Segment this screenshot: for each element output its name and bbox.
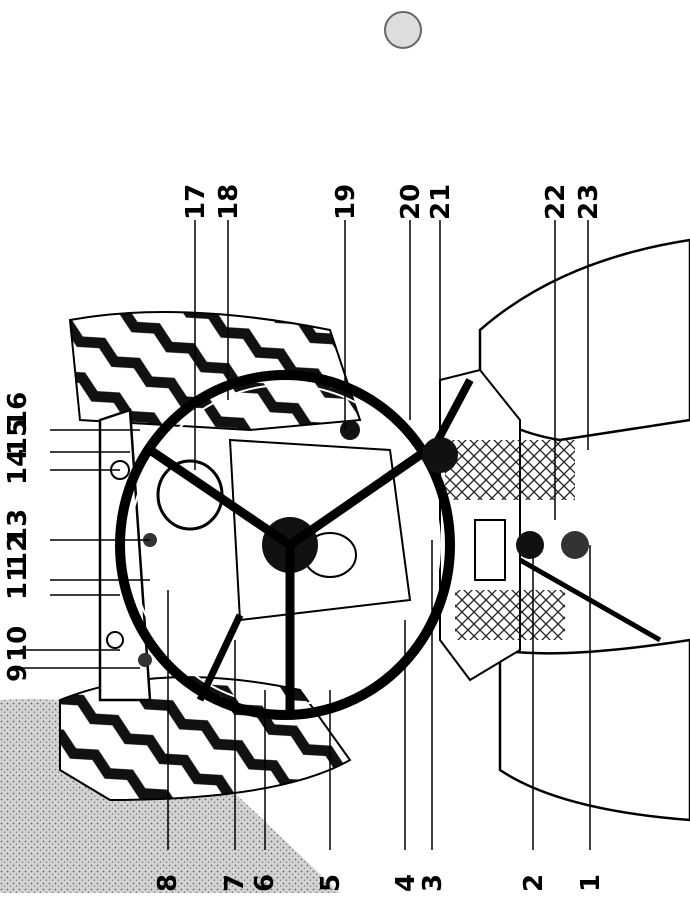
leader-lines (20, 220, 591, 850)
callout-19: 19 (331, 183, 361, 220)
callout-17: 17 (181, 183, 211, 220)
steering-wheel-rim-inner (129, 384, 441, 706)
steering-spoke-upper (147, 446, 293, 549)
rear-tyre-upper (68, 311, 362, 432)
brake-knob (561, 531, 589, 559)
callout-10: 10 (3, 625, 33, 662)
callout-21: 21 (426, 183, 456, 220)
callout-18: 18 (214, 183, 244, 220)
callout-7: 7 (220, 873, 250, 892)
callout-4: 4 (391, 873, 421, 892)
callout-2: 2 (519, 873, 549, 892)
throttle-knob (516, 531, 544, 559)
steering-wheel-rim (115, 370, 455, 720)
callout-16: 16 (3, 391, 33, 428)
callout-5: 5 (316, 873, 346, 892)
callout-23: 23 (574, 183, 604, 220)
callout-22: 22 (541, 183, 571, 220)
callout-3: 3 (418, 873, 448, 892)
callout-13: 13 (3, 508, 33, 545)
hood-lower (498, 638, 690, 822)
dashboard (228, 438, 412, 622)
hand-lever (196, 613, 244, 702)
callout-9: 9 (3, 663, 33, 682)
hand-lever-knob (340, 420, 360, 440)
top-ornament (384, 11, 422, 49)
switch-knob-b (106, 631, 124, 649)
callout-20: 20 (396, 183, 426, 220)
radiator-grille-upper (445, 440, 575, 500)
radiator-grille-lower (455, 590, 565, 640)
pedal-bracket (474, 519, 506, 581)
callout-8: 8 (153, 873, 183, 892)
callout-1: 1 (576, 873, 606, 892)
gear-lever-knob (422, 437, 458, 473)
steering-spoke-right (287, 451, 423, 549)
switch-knob-c (138, 653, 152, 667)
callout-6: 6 (250, 873, 280, 892)
